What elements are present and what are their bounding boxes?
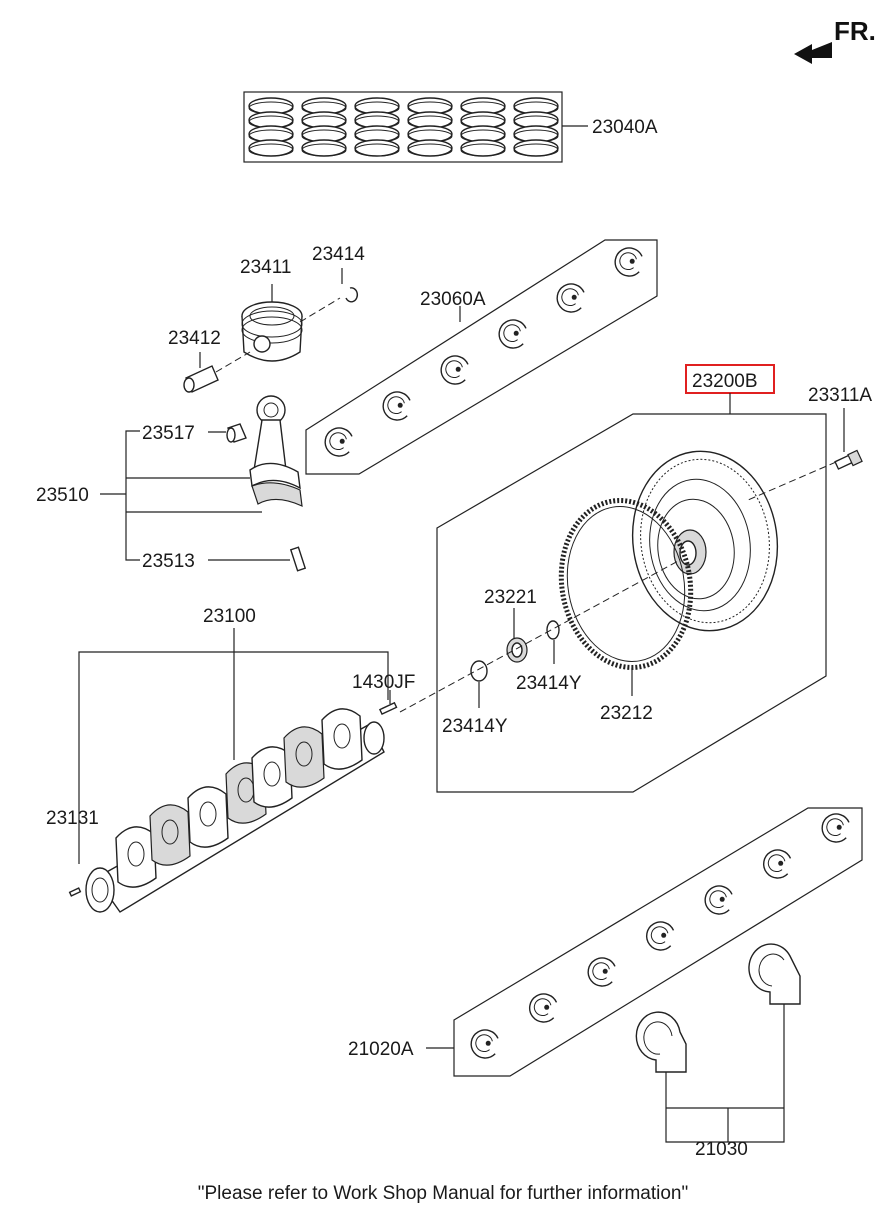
ring-gear[interactable] bbox=[548, 490, 703, 678]
bearing-shell bbox=[646, 921, 675, 951]
piston-ring-stack bbox=[301, 97, 347, 157]
piston-ring-set[interactable] bbox=[243, 91, 563, 163]
piston[interactable] bbox=[241, 301, 303, 362]
flywheel[interactable] bbox=[621, 442, 789, 640]
connecting-rod[interactable] bbox=[249, 395, 307, 572]
front-label: FR. bbox=[834, 16, 876, 46]
bearing-shell bbox=[763, 849, 792, 879]
part-label-23131[interactable]: 23131 bbox=[46, 808, 99, 829]
crank-web bbox=[149, 804, 191, 866]
crank-web bbox=[187, 786, 229, 848]
crank-web bbox=[115, 826, 157, 888]
part-label-23517[interactable]: 23517 bbox=[142, 423, 195, 444]
connecting-rod-bearing-set[interactable] bbox=[305, 239, 658, 475]
bearing-shell bbox=[556, 283, 585, 313]
part-label-23510[interactable]: 23510 bbox=[36, 485, 89, 506]
part-label-23040A[interactable]: 23040A bbox=[592, 117, 658, 138]
bearing-shell bbox=[704, 885, 733, 915]
thrust-washer-upper[interactable] bbox=[748, 943, 801, 1005]
thrust-ring-upper[interactable] bbox=[546, 620, 560, 640]
piston-ring-stack bbox=[460, 97, 506, 157]
part-label-23414Y-upper[interactable]: 23414Y bbox=[516, 673, 582, 694]
bearing-shell bbox=[470, 1029, 499, 1059]
dowel-pin[interactable] bbox=[378, 701, 398, 716]
footer-note: "Please refer to Work Shop Manual for fu… bbox=[198, 1183, 688, 1204]
part-label-1430JF[interactable]: 1430JF bbox=[352, 672, 415, 693]
bearing-shell bbox=[498, 319, 527, 349]
part-label-23060A[interactable]: 23060A bbox=[420, 289, 486, 310]
crank-web bbox=[283, 726, 325, 788]
part-label-23411[interactable]: 23411 bbox=[240, 257, 291, 278]
piston-ring-stack bbox=[354, 97, 400, 157]
part-label-21030[interactable]: 21030 bbox=[695, 1139, 748, 1160]
part-label-23513[interactable]: 23513 bbox=[142, 551, 195, 572]
bearing-shell bbox=[440, 355, 469, 385]
part-label-23414Y-lower[interactable]: 23414Y bbox=[442, 716, 508, 737]
front-direction-arrow-icon bbox=[794, 42, 832, 64]
bearing-shell bbox=[587, 957, 616, 987]
part-label-23100[interactable]: 23100 bbox=[203, 606, 256, 627]
bearing-shell bbox=[382, 391, 411, 421]
pilot-bearing[interactable] bbox=[506, 637, 528, 663]
piston-ring-stack bbox=[407, 97, 453, 157]
part-label-23200B[interactable]: 23200B bbox=[692, 371, 758, 392]
bearing-shell bbox=[821, 813, 850, 843]
piston-ring-stack bbox=[513, 97, 559, 157]
crankshaft-pin[interactable] bbox=[68, 887, 82, 897]
piston-pin[interactable] bbox=[183, 365, 219, 393]
thrust-washer-lower[interactable] bbox=[635, 1011, 687, 1073]
crankshaft[interactable] bbox=[85, 708, 385, 913]
bearing-shell bbox=[614, 247, 643, 277]
part-label-23212[interactable]: 23212 bbox=[600, 703, 653, 724]
crank-web bbox=[321, 708, 363, 770]
part-label-23221[interactable]: 23221 bbox=[484, 587, 537, 608]
small-end-bushing[interactable] bbox=[226, 423, 247, 443]
bearing-shell bbox=[529, 993, 558, 1023]
crank-web bbox=[251, 746, 293, 808]
part-label-21020A[interactable]: 21020A bbox=[348, 1039, 414, 1060]
part-label-23311A[interactable]: 23311A bbox=[808, 385, 872, 406]
bearing-shell bbox=[324, 427, 353, 457]
snap-ring[interactable] bbox=[345, 287, 359, 303]
flywheel-bolt[interactable] bbox=[834, 449, 863, 470]
part-label-23412[interactable]: 23412 bbox=[168, 328, 221, 349]
thrust-ring-lower[interactable] bbox=[470, 660, 488, 682]
piston-ring-stack bbox=[248, 97, 294, 157]
main-bearing-set[interactable] bbox=[453, 807, 863, 1077]
flywheel-assembly-frame bbox=[436, 413, 827, 793]
part-label-23414[interactable]: 23414 bbox=[312, 244, 365, 265]
